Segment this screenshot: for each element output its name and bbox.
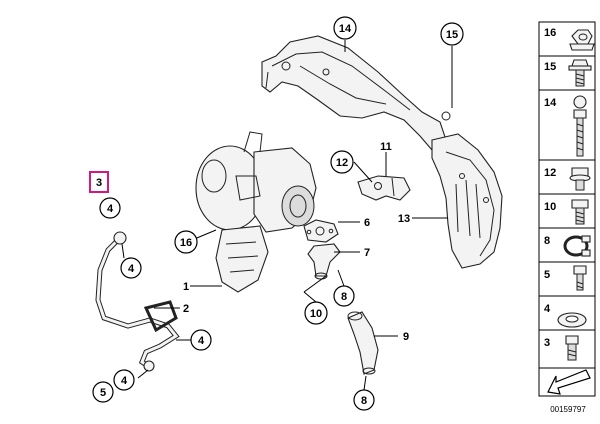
callout-label: 6 [364,217,370,229]
callout-label: 14 [339,23,352,35]
legend-label: 15 [544,61,556,73]
callout-label: 3 [96,177,102,189]
legend-item-3[interactable]: 3 [544,335,579,361]
legend-label: 14 [544,97,557,109]
callout-label: 8 [361,395,367,407]
callout-label: 9 [403,331,409,343]
callout-4[interactable]: 4 [99,197,121,219]
legend-item-4[interactable]: 4 [544,303,587,328]
view-direction-arrow-icon [547,369,591,395]
callout-2[interactable]: 2 [183,303,189,315]
legend-item-8[interactable]: 8 [544,235,591,257]
callout-label: 12 [336,157,348,169]
turbocharger [195,131,317,293]
legend-label: 8 [544,235,550,247]
callout-14[interactable]: 14 [333,16,357,40]
callout-label: 1 [183,281,189,293]
legend-item-5[interactable]: 5 [544,265,587,291]
callout-label: 8 [341,291,347,303]
heat-shield-bracket [261,35,451,151]
callout-15[interactable]: 15 [440,22,464,46]
flange-nut-icon [569,29,595,51]
oil-feed-pipe [95,231,180,372]
callout-label: 11 [380,141,392,153]
collar-screw-icon [569,167,591,191]
callout-label: 13 [398,213,410,225]
heat-shield-turbocharger [431,133,503,269]
callout-label: 2 [183,303,189,315]
legend-label: 16 [544,27,556,39]
gasket [303,219,339,243]
callout-11[interactable]: 11 [380,141,392,153]
legend-panel: 16 15 14 [538,21,596,397]
legend-label: 10 [544,201,556,213]
callout-label: 16 [180,237,192,249]
diagram-number: 00159797 [550,405,586,414]
oil-return-hose [347,311,379,375]
callout-6[interactable]: 6 [364,217,370,229]
oil-return-fitting [307,243,341,280]
callout-1[interactable]: 1 [183,281,189,293]
callout-10[interactable]: 10 [304,301,328,325]
callout-4[interactable]: 4 [190,329,212,351]
callout-label: 7 [364,247,370,259]
legend-item-12[interactable]: 12 [544,167,591,191]
callout-label: 10 [310,308,322,320]
bracket [357,175,411,201]
callout-label: 5 [100,387,106,399]
legend-item-15[interactable]: 15 [544,59,592,87]
legend-label: 12 [544,167,556,179]
callout-label: 4 [121,375,128,387]
callout-9[interactable]: 9 [403,331,409,343]
callout-3[interactable]: 3 [89,171,109,193]
callout-7[interactable]: 7 [364,247,370,259]
legend-label: 3 [544,337,550,349]
legend-label: 4 [544,303,551,315]
callout-4[interactable]: 4 [120,257,142,279]
leader-lines [121,40,453,391]
legend-item-16[interactable]: 16 [544,27,595,51]
callout-label: 15 [446,29,458,41]
callout-12[interactable]: 12 [330,150,354,174]
hose-clamp-icon [563,235,591,257]
callout-13[interactable]: 13 [398,213,410,225]
banjo-bolt-icon [565,335,579,361]
callout-16[interactable]: 16 [174,230,198,254]
callouts: 3 4 4 2 4 4 5 1 16 [89,16,464,411]
legend-item-14[interactable]: 14 [544,95,587,157]
callout-8[interactable]: 8 [353,389,375,411]
flange-bolt-icon [568,59,592,87]
callout-label: 4 [128,263,135,275]
callout-5[interactable]: 5 [92,381,114,403]
callout-4[interactable]: 4 [113,369,135,391]
legend-item-10[interactable]: 10 [544,199,589,225]
sealing-ring-icon [557,312,587,328]
callout-label: 4 [198,335,205,347]
legend-label: 5 [544,269,550,281]
callout-label: 4 [107,203,114,215]
long-stud-bolt-icon [573,95,587,157]
callout-8[interactable]: 8 [333,285,355,307]
hollow-bolt-icon [573,265,587,291]
hex-bolt-icon [571,199,589,225]
